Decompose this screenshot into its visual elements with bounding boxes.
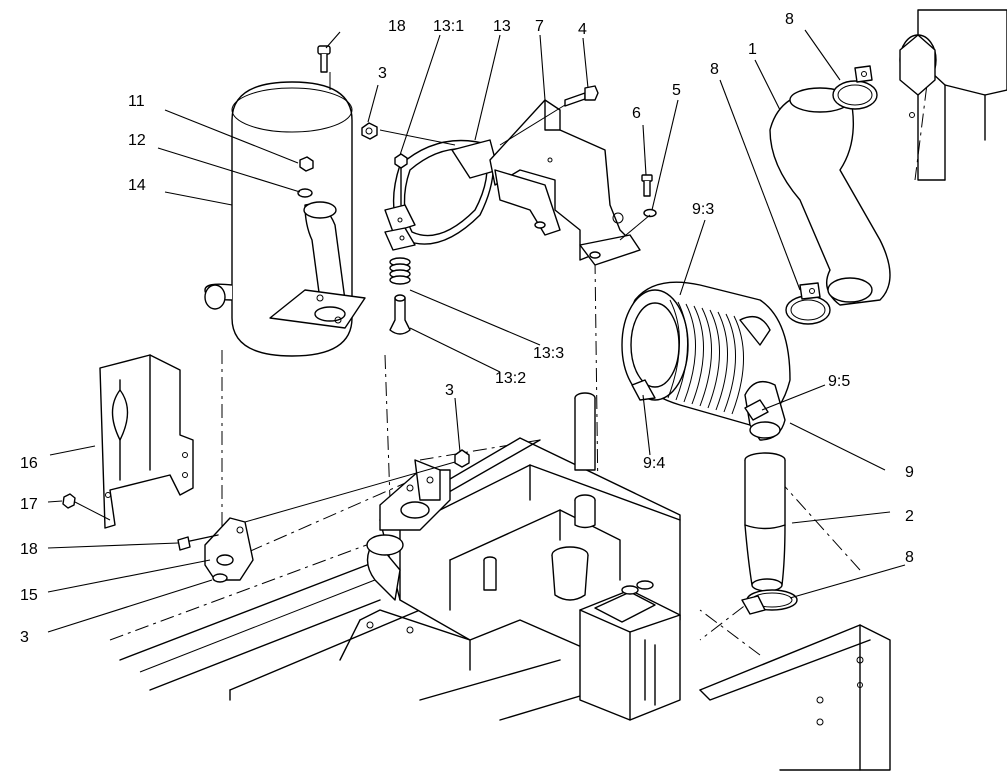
air-cleaner-9 (621, 281, 791, 441)
callout-3-mid: 3 (445, 382, 454, 399)
bolt-17 (62, 493, 111, 521)
callout-13-2: 13:2 (495, 370, 526, 387)
callout-4: 4 (578, 21, 587, 38)
bolt-18-top (317, 45, 331, 73)
hose-clamp-8-bottom (741, 589, 798, 615)
callout-13-1: 13:1 (433, 18, 464, 35)
lower-right-component (579, 580, 681, 721)
callout-6: 6 (632, 105, 641, 122)
callout-9-5: 9:5 (828, 373, 850, 390)
bolt-4 (564, 85, 599, 107)
spring-13-3 (389, 257, 411, 285)
nut-3-top (361, 122, 378, 140)
mount-bracket-7 (489, 99, 641, 266)
callout-5: 5 (672, 82, 681, 99)
callout-11: 11 (128, 93, 145, 110)
bolt-6-washer-5 (641, 174, 657, 218)
hose-2 (744, 452, 786, 592)
callout-13-3: 13:3 (533, 345, 564, 362)
callout-16: 16 (20, 455, 38, 472)
callout-13: 13 (493, 18, 511, 35)
nut-3-mid (454, 449, 470, 468)
callout-8-bottom: 8 (905, 549, 914, 566)
callout-18-bottom: 18 (20, 541, 38, 558)
callout-17: 17 (20, 496, 38, 513)
bolt-13-2 (389, 294, 411, 335)
callout-12: 12 (128, 132, 146, 149)
hose-clamp-8-mid (785, 282, 831, 325)
callout-9-4: 9:4 (643, 455, 665, 472)
hose-clamp-8-top (832, 65, 878, 110)
callout-3-bottom: 3 (20, 629, 29, 646)
callout-7: 7 (535, 18, 544, 35)
muffler-clamp-band (384, 139, 499, 251)
callout-1: 1 (748, 41, 757, 58)
callout-3-top: 3 (378, 65, 387, 82)
callout-15: 15 (20, 587, 38, 604)
callout-9: 9 (905, 464, 914, 481)
bracket-15 (177, 461, 456, 583)
callout-8-top: 8 (785, 11, 794, 28)
callout-14: 14 (128, 177, 146, 194)
callout-8-mid: 8 (710, 61, 719, 78)
callout-labels: 18 13:1 13 7 4 3 11 12 14 6 5 9:3 1 8 8 … (20, 11, 914, 646)
callout-18-top: 18 (388, 18, 406, 35)
callout-2: 2 (905, 508, 914, 525)
exhaust-manifold-bracket (379, 459, 451, 531)
heat-shield-16 (99, 354, 194, 529)
frame-rails (109, 539, 891, 771)
muffler-canister (204, 81, 366, 357)
hose-1 (769, 87, 891, 306)
upper-right-inlet (899, 9, 1007, 181)
callout-9-3: 9:3 (692, 201, 714, 218)
assembly-leaders (329, 72, 651, 241)
callout-leaders (47, 29, 906, 633)
